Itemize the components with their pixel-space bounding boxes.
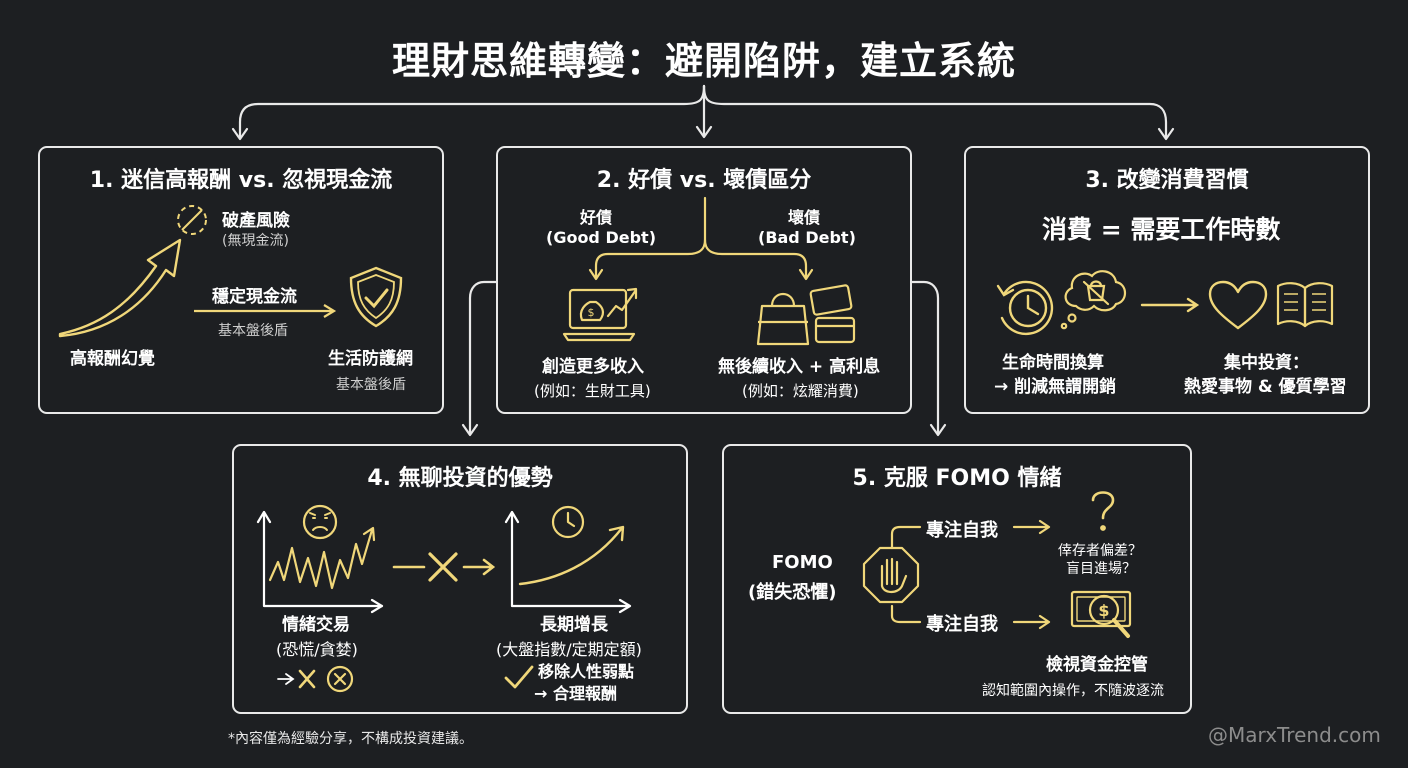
stop-hand-icon — [862, 546, 920, 604]
question-mark-icon — [1091, 491, 1115, 531]
clock-cycle-icon — [996, 280, 1054, 336]
panel-change-spending-habits: 3. 改變消費習慣 — [964, 146, 1370, 414]
bad-debt-label: 壞債 — [788, 208, 821, 227]
handbag-credit-card-icon — [756, 284, 856, 346]
no-shopping-thought-icon — [1060, 270, 1127, 330]
cashflow-sub: 基本盤後盾 — [218, 323, 288, 339]
review-fund-control-label: 檢視資金控管 — [1046, 655, 1148, 675]
high-return-illusion-label: 高報酬幻覺 — [70, 349, 155, 369]
cashflow-arrow-icon — [194, 304, 337, 318]
safety-net-label: 生活防護網 — [328, 349, 413, 369]
shield-check-icon — [349, 266, 403, 328]
focused-investment-label: 集中投資： — [1224, 353, 1309, 373]
blind-entry-label: 盲目進場？ — [1066, 561, 1136, 577]
panel-2-title: 2. 好債 vs. 壞債區分 — [596, 168, 812, 193]
cut-wasteful-spending-label: → 削減無謂開銷 — [994, 377, 1117, 397]
create-income-example: (例如：生財工具) — [534, 382, 651, 400]
survivorship-bias-label: 倖存者偏差？ — [1058, 543, 1142, 559]
svg-text:$: $ — [1098, 601, 1109, 620]
good-debt-en: (Good Debt) — [546, 228, 656, 247]
long-term-growth-label: 長期增長 — [540, 615, 608, 635]
remove-human-weakness-label: 移除人性弱點 — [538, 662, 635, 681]
panel-good-vs-bad-debt: 2. 好債 vs. 壞債區分 — [496, 146, 912, 414]
safety-net-sub: 基本盤後盾 — [336, 377, 406, 393]
svg-text:$: $ — [588, 306, 595, 319]
blocked-arrow-icon — [392, 552, 496, 582]
good-debt-label: 好債 — [580, 208, 613, 227]
fomo-label: FOMO — [772, 552, 833, 573]
rising-arrow-icon — [58, 205, 207, 338]
disclaimer-footnote: *內容僅為經驗分享，不構成投資建議。 — [228, 731, 473, 747]
laptop-money-growth-icon: $ — [562, 287, 638, 342]
fomo-branch-arrows — [890, 519, 1051, 630]
create-income-label: 創造更多收入 — [542, 357, 644, 377]
volatile-chart-icon — [256, 504, 384, 614]
open-book-icon — [1276, 282, 1334, 328]
money-magnifier-icon: $ — [1070, 590, 1132, 638]
bad-debt-en: (Bad Debt) — [758, 228, 856, 247]
debt-split-arrows — [588, 196, 814, 281]
focus-on-self-bottom-label: 專注自我 — [926, 614, 998, 635]
bankruptcy-risk-label: 破產風險 — [222, 211, 290, 231]
passion-and-learning-label: 熱愛事物 & 優質學習 — [1184, 377, 1347, 397]
emotional-trading-label: 情緒交易 — [282, 615, 350, 635]
index-dca-label: (大盤指數/定期定額) — [496, 640, 642, 659]
reject-icons — [277, 665, 354, 693]
show-off-spending-example: (例如：炫耀消費) — [742, 382, 859, 400]
heart-icon — [1208, 280, 1268, 330]
watermark: @MarxTrend.com — [1208, 723, 1381, 747]
focus-on-self-top-label: 專注自我 — [926, 520, 998, 541]
no-income-high-interest-label: 無後續收入 + 高利息 — [718, 357, 881, 377]
panel-3-title: 3. 改變消費習慣 — [1085, 168, 1249, 193]
checkmark-icon — [504, 665, 534, 689]
panel-1-title: 1. 迷信高報酬 vs. 忽視現金流 — [89, 168, 393, 193]
steady-growth-chart-icon — [504, 505, 632, 614]
panel-boring-investing: 4. 無聊投資的優勢 — [232, 444, 688, 714]
panel-5-title: 5. 克服 FOMO 情緒 — [852, 466, 1062, 491]
reasonable-return-label: → 合理報酬 — [534, 684, 617, 703]
life-time-conversion-label: 生命時間換算 — [1002, 353, 1104, 373]
operate-within-knowledge-label: 認知範圍內操作，不隨波逐流 — [982, 683, 1164, 699]
panel-overcome-fomo: 5. 克服 FOMO 情緒 — [722, 444, 1192, 714]
panel-high-return-vs-cashflow: 1. 迷信高報酬 vs. 忽視現金流 — [38, 146, 444, 414]
right-arrow-icon — [1140, 297, 1200, 313]
panel-4-title: 4. 無聊投資的優勢 — [367, 466, 553, 491]
fear-of-missing-out-label: (錯失恐懼) — [748, 582, 837, 603]
page-title: 理財思維轉變：避開陷阱，建立系統 — [391, 39, 1016, 83]
panic-greed-label: (恐慌/貪婪) — [276, 640, 358, 659]
bankruptcy-risk-sub: (無現金流) — [222, 233, 289, 249]
stable-cashflow-label: 穩定現金流 — [212, 287, 297, 307]
spending-formula: 消費 = 需要工作時數 — [1042, 215, 1281, 244]
